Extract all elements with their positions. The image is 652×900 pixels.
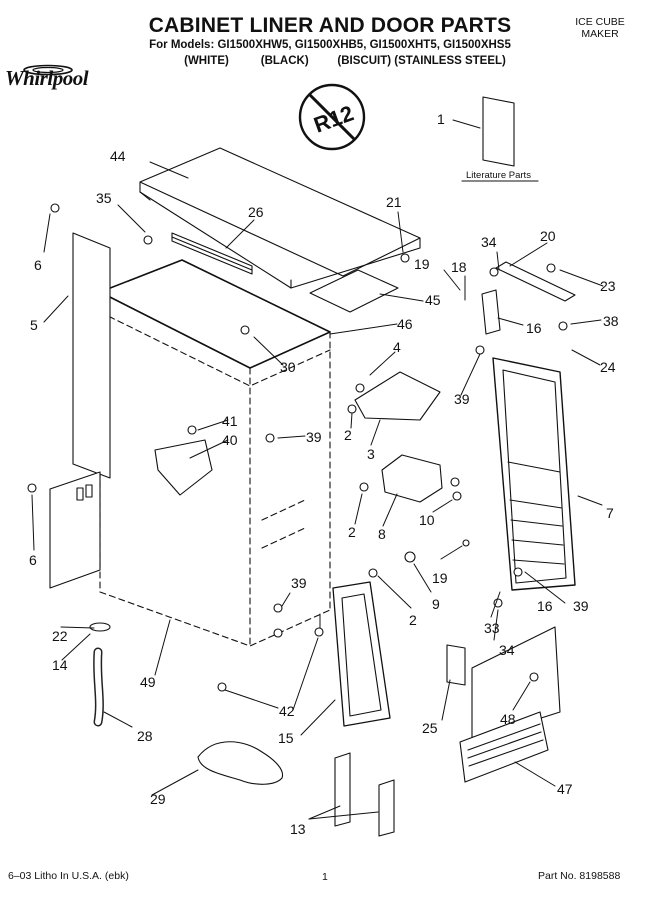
category-line-1: ICE CUBE [575,16,625,28]
callout-18: 18 [451,259,467,275]
callout-24: 24 [600,359,616,375]
upper-hinge [481,289,501,335]
r12-label: R12 [310,100,356,137]
callout-numbers: 1 44 35 26 21 6 5 34 20 18 19 23 45 46 1… [29,111,619,837]
callout-6: 6 [34,257,42,273]
callout-29: 29 [150,791,166,807]
ice-scoop [197,741,284,785]
callout-33: 33 [484,620,500,636]
door-trim-left [334,752,351,827]
literature-parts-booklet [461,96,539,182]
callout-21: 21 [386,194,402,210]
callout-30: 30 [280,359,296,375]
callout-22: 22 [52,628,68,644]
callout-23: 23 [600,278,616,294]
callout-41: 41 [222,413,238,429]
door-trim-right [378,779,395,837]
upper-hinge-bracket [354,371,441,421]
callout-39: 39 [306,429,322,445]
side-panel [72,232,111,479]
callout-10: 10 [419,512,435,528]
callout-19: 19 [432,570,448,586]
mounting-bracket [154,439,213,496]
screw-fasteners [27,203,568,692]
footer-page-number: 1 [322,871,328,883]
page-title: CABINET LINER AND DOOR PARTS [148,14,512,37]
callout-2: 2 [348,524,356,540]
callout-40: 40 [222,432,238,448]
callout-15: 15 [278,730,294,746]
callout-48: 48 [500,711,516,727]
callout-45: 45 [425,292,441,308]
callout-16: 16 [526,320,542,336]
liner-frame-top [99,259,331,369]
callout-4: 4 [393,339,401,355]
callout-9: 9 [432,596,440,612]
rear-panel [49,471,101,589]
cabinet-top-lid [139,147,421,289]
callout-44: 44 [110,148,126,164]
category-line-2: MAKER [581,28,619,40]
no-r12-symbol [298,83,366,151]
callout-38: 38 [603,313,619,329]
hinge-block [381,454,443,503]
callout-13: 13 [290,821,306,837]
retainer-clip [446,644,466,686]
callout-2: 2 [409,612,417,628]
callout-35: 35 [96,190,112,206]
callout-1: 1 [437,111,445,127]
callout-34: 34 [481,234,497,250]
literature-parts-label: Literature Parts [466,170,531,181]
callout-42: 42 [279,703,295,719]
door-gasket [332,581,391,727]
callout-7: 7 [606,505,614,521]
callout-39: 39 [291,575,307,591]
callout-5: 5 [30,317,38,333]
insulation-pad [309,269,399,313]
callout-14: 14 [52,657,68,673]
callout-47: 47 [557,781,573,797]
callout-25: 25 [422,720,438,736]
product-category: ICE CUBE MAKER [560,16,640,40]
model-colors: (WHITE) (BLACK) (BISCUIT) (STAINLESS STE… [184,55,506,67]
rear-panel-slot [76,487,84,501]
callout-28: 28 [137,728,153,744]
door-trim-strip [495,261,576,302]
callout-19: 19 [414,256,430,272]
callout-3: 3 [367,446,375,462]
callout-6: 6 [29,552,37,568]
footer-part-number: Part No. 8198588 [538,870,621,882]
callout-20: 20 [540,228,556,244]
callout-49: 49 [140,674,156,690]
footer-print-info: 6–03 Litho In U.S.A. (ebk) [8,870,129,882]
callout-39: 39 [454,391,470,407]
callout-8: 8 [378,526,386,542]
callout-16: 16 [537,598,553,614]
callout-46: 46 [397,316,413,332]
trim-strip [171,232,253,275]
door-assembly [492,357,576,591]
brand-swirl-icon [23,64,73,76]
base-grille [459,626,561,783]
callout-34: 34 [499,642,515,658]
callout-39: 39 [573,598,589,614]
callout-2: 2 [344,427,352,443]
callout-leaders [31,119,604,820]
rear-panel-slot [85,484,93,498]
callout-26: 26 [248,204,264,220]
hose-clamp [89,622,111,632]
model-list: For Models: GI1500XHW5, GI1500XHB5, GI15… [149,39,511,51]
brand-logo: Whirlpool [5,66,89,90]
